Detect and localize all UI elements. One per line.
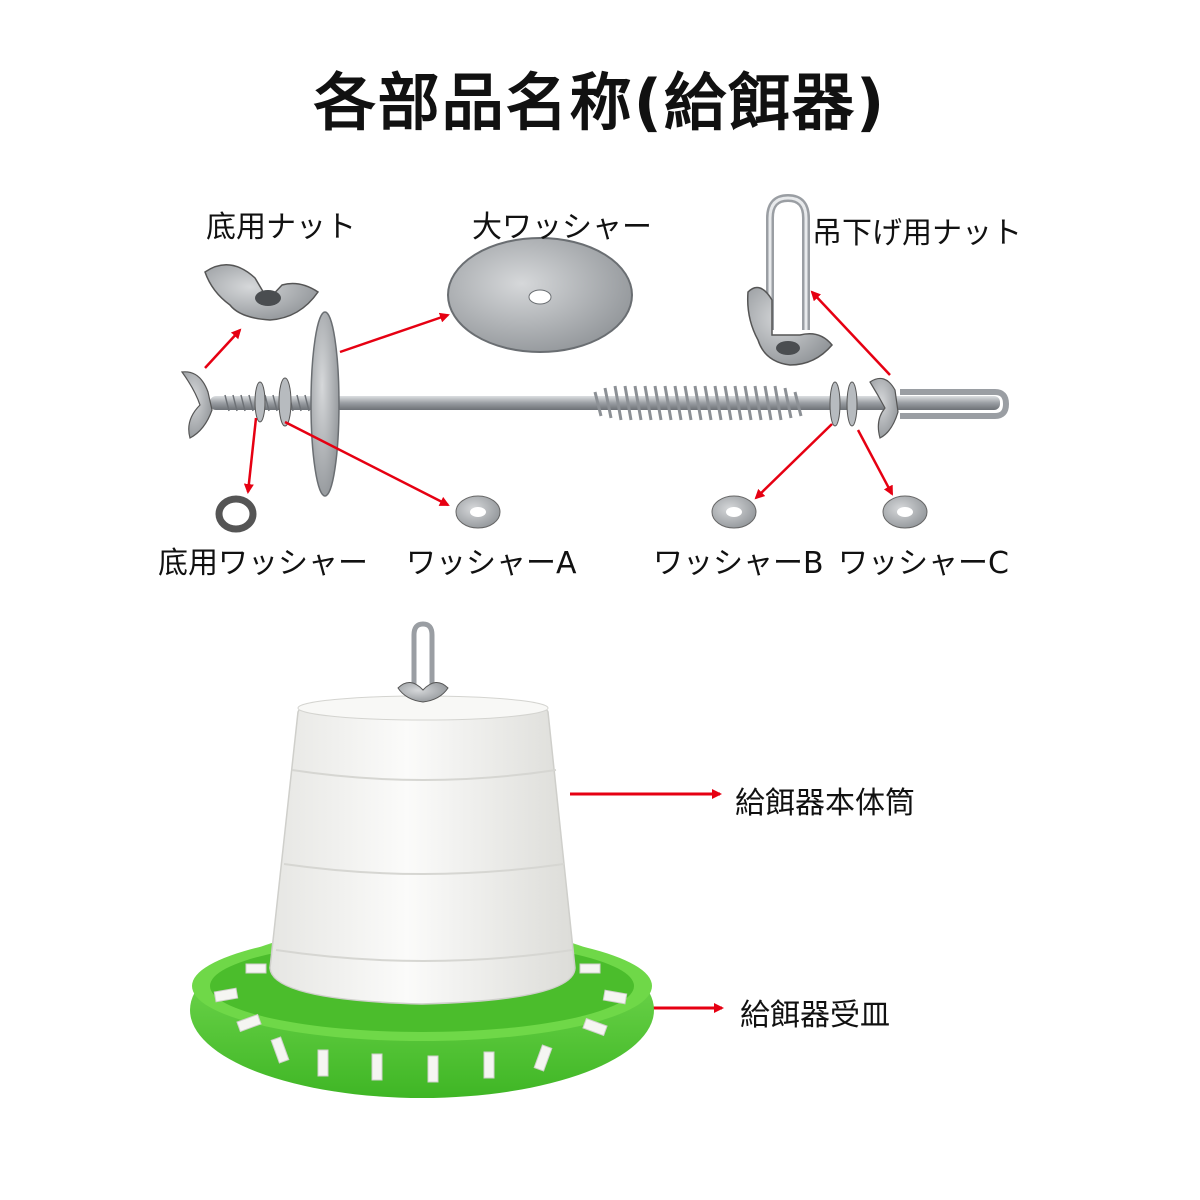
feeder-assembly xyxy=(190,621,654,1098)
callout-arrows xyxy=(204,290,894,1013)
washer-c-part xyxy=(882,495,928,529)
label-washer-c: ワッシャーC xyxy=(838,546,1009,581)
hanging-nut-part xyxy=(746,193,833,366)
label-washer-b: ワッシャーB xyxy=(653,546,824,581)
bottom-wing-nut-part xyxy=(204,264,320,321)
bottom-washer-part xyxy=(215,495,257,533)
washer-b-part xyxy=(711,495,757,529)
page-title: 各部品名称(給餌器) xyxy=(313,66,887,139)
arrow-large-washer xyxy=(339,312,450,354)
arrow-bottom-nut xyxy=(204,328,242,369)
label-large-washer: 大ワッシャー xyxy=(472,210,652,245)
washer-a-part xyxy=(455,495,501,529)
label-feeder-body: 給餌器本体筒 xyxy=(735,786,915,821)
label-washer-a: ワッシャーA xyxy=(406,546,577,581)
arrow-bottom-washer xyxy=(243,417,258,494)
label-hanging-nut: 吊下げ用ナット xyxy=(812,216,1022,251)
label-bottom-washer: 底用ワッシャー xyxy=(158,546,368,581)
large-washer-part xyxy=(447,237,633,353)
arrow-washer-c xyxy=(856,429,894,496)
assembled-rod xyxy=(180,311,1010,497)
label-feeder-tray: 給餌器受皿 xyxy=(740,998,890,1033)
arrow-washer-b xyxy=(754,423,833,500)
arrow-washer-a xyxy=(284,420,450,507)
label-bottom-nut: 底用ナット xyxy=(206,210,356,245)
arrow-hanging-nut xyxy=(810,290,891,376)
